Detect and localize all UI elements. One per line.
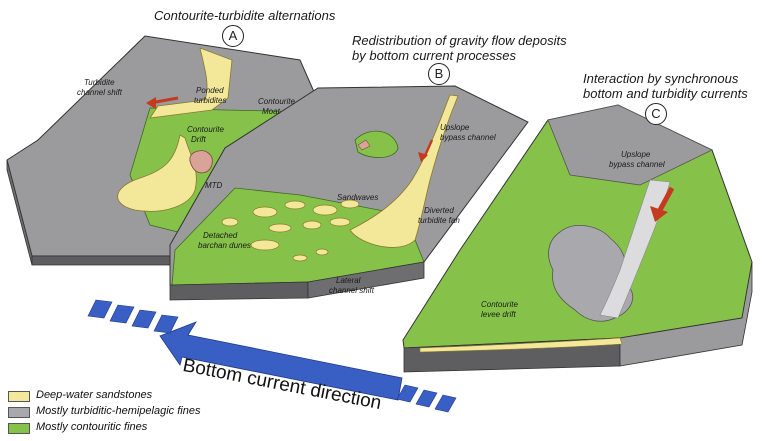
block-b-sandwaves bbox=[221, 199, 360, 262]
label-barchan-1: Detached bbox=[203, 231, 238, 240]
block-a-flow-arrowhead bbox=[146, 97, 156, 109]
label-drift-2: Drift bbox=[191, 135, 206, 144]
label-turbidite-shift-1: Turbidite bbox=[84, 78, 115, 87]
block-b-front-face bbox=[169, 281, 309, 301]
label-upslope-c-2: bypass channel bbox=[609, 160, 665, 169]
block-b-mound bbox=[354, 130, 399, 158]
marker-b: B bbox=[428, 63, 450, 85]
label-ponded-1: Ponded bbox=[196, 86, 224, 95]
bottom-current-arrow bbox=[87, 299, 457, 413]
block-b-slide bbox=[357, 139, 371, 151]
label-upslope-c-1: Upslope bbox=[621, 150, 651, 159]
block-b bbox=[169, 85, 529, 301]
title-c-line2: bottom and turbidity currents bbox=[583, 86, 748, 101]
legend-label-sandstones: Deep-water sandstones bbox=[36, 389, 153, 401]
legend-label-contouritic: Mostly contouritic fines bbox=[36, 421, 148, 433]
block-a-mtd bbox=[189, 150, 213, 174]
marker-c: C bbox=[645, 103, 667, 125]
label-diverted-2: turbidite fan bbox=[418, 216, 460, 225]
legend-swatch-turbiditic bbox=[8, 407, 30, 418]
block-c bbox=[402, 104, 753, 373]
marker-a: A bbox=[222, 25, 244, 47]
label-barchan-2: barchan dunes bbox=[198, 241, 251, 250]
label-levee-2: levee drift bbox=[481, 310, 516, 319]
label-lateral-2: channel shift bbox=[329, 286, 374, 295]
block-c-flow-arrowhead bbox=[650, 206, 668, 222]
label-lateral-1: Lateral bbox=[336, 276, 361, 285]
block-b-flow-arrowhead bbox=[418, 152, 428, 162]
title-a: Contourite-turbidite alternations bbox=[154, 8, 336, 23]
title-c-line1: Interaction by synchronous bbox=[583, 71, 739, 86]
legend-swatch-sandstones bbox=[8, 391, 30, 402]
label-moat-2: Moat bbox=[262, 107, 280, 116]
block-c-flow-arrow bbox=[657, 186, 675, 212]
bottom-current-arrow-body bbox=[159, 321, 403, 401]
block-c-side-face bbox=[619, 261, 753, 367]
block-b-side-face bbox=[307, 261, 425, 299]
label-drift-1: Contourite bbox=[187, 125, 224, 134]
block-b-fan-sand bbox=[349, 94, 459, 248]
label-levee-1: Contourite bbox=[481, 300, 518, 309]
bottom-current-chevrons bbox=[87, 299, 179, 334]
block-c-base-sand bbox=[419, 337, 623, 353]
bottom-current-tail-dashes bbox=[396, 384, 457, 413]
label-upslope-b-2: bypass channel bbox=[440, 133, 496, 142]
legend-swatch-contouritic bbox=[8, 423, 30, 434]
block-c-grey-slope bbox=[547, 104, 713, 186]
label-upslope-b-1: Upslope bbox=[440, 123, 470, 132]
label-sandwaves: Sandwaves bbox=[337, 193, 379, 202]
legend-label-turbiditic: Mostly turbiditic-hemipelagic fines bbox=[36, 405, 201, 417]
label-mtd: MTD bbox=[205, 181, 223, 190]
label-moat-1: Contourite bbox=[258, 97, 295, 106]
title-b-line2: by bottom current processes bbox=[352, 48, 517, 63]
label-diverted-1: Diverted bbox=[424, 206, 454, 215]
title-b-line1: Redistribution of gravity flow deposits bbox=[352, 33, 567, 48]
label-turbidite-shift-2: channel shift bbox=[77, 88, 122, 97]
block-a-channel-sand bbox=[149, 47, 233, 119]
label-ponded-2: turbidites bbox=[194, 96, 227, 105]
